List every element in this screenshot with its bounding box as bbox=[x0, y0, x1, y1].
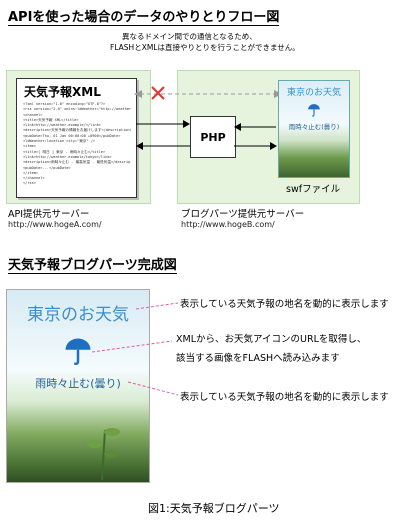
xml-line: </channel> bbox=[23, 176, 45, 181]
xml-line: <link>http://weather.example/</link> bbox=[23, 123, 101, 128]
swf-widget-forecast: 雨時々止む(曇り) bbox=[288, 123, 340, 131]
annotation-location: 表示している天気予報の地名を動的に表示します bbox=[180, 299, 389, 310]
provider-a-url: http://www.hogeA.com/ bbox=[8, 220, 102, 229]
blog-widget-forecast: 雨時々止む(曇り) bbox=[35, 377, 121, 390]
annotation-icon-line1: XMLから、お天気アイコンのURLを取得し、 bbox=[176, 334, 367, 345]
provider-b-url: http://www.hogeB.com/ bbox=[181, 220, 275, 229]
umbrella-icon bbox=[308, 104, 320, 117]
xml-line: </rss> bbox=[23, 181, 36, 186]
cross-domain-note-line1: 異なるドメイン間での通信となるため、 bbox=[122, 32, 257, 41]
cross-mark-icon bbox=[151, 86, 165, 100]
blog-widget: 東京のお天気 雨時々止む(曇り) bbox=[6, 289, 150, 483]
xml-line: <description>天気予報の情報をお届けします</description… bbox=[23, 128, 131, 133]
swf-widget-preview: 東京のお天気 雨時々止む(曇り) bbox=[278, 80, 350, 178]
provider-a-label: API提供元サーバー bbox=[8, 209, 90, 220]
xml-document-title: 天気予報XML bbox=[24, 85, 101, 99]
xml-document: 天気予報XML <?xml version="1.0" encoding="UT… bbox=[16, 78, 137, 198]
figure-caption: 図1:天気予報ブログパーツ bbox=[148, 502, 280, 515]
xml-line: <pubDate>...</pubDate> bbox=[23, 165, 71, 170]
xml-line: <item> bbox=[23, 144, 36, 149]
umbrella-icon bbox=[65, 338, 91, 366]
blog-widget-title: 東京のお天気 bbox=[27, 305, 129, 325]
xml-line: </item> bbox=[23, 170, 39, 175]
php-box: PHP bbox=[190, 116, 236, 158]
section2-title: 天気予報ブログパーツ完成図 bbox=[8, 254, 177, 274]
xml-line: <title>天気予報 XML</title> bbox=[23, 117, 79, 122]
annotation-forecast: 表示している天気予報の地名を動的に表示します bbox=[180, 392, 389, 403]
xml-line: <ldWeather:location city="東京" /> bbox=[23, 139, 96, 144]
xml-line: <title>[ 明日 ] 東京 - 雨時々止む</title> bbox=[23, 149, 106, 154]
annotation-icon-line2: 該当する画像をFLASHへ読み込みます bbox=[176, 353, 340, 364]
xml-line: <channel> bbox=[23, 112, 43, 117]
sprout-decoration bbox=[87, 428, 120, 480]
xml-document-lines: <?xml version="1.0" encoding="UTF-8"?><r… bbox=[23, 102, 131, 187]
xml-line: <description>雨時々止む - 最高気温 - 最低気温</descri… bbox=[23, 160, 131, 165]
xml-line: <link>http://weather.example/tokyo</link… bbox=[23, 154, 112, 159]
xml-line: <pubDate>Thu, 01 Jan 00:00:00 +0900</pub… bbox=[23, 133, 121, 138]
swf-widget-title: 東京のお天気 bbox=[286, 88, 341, 98]
xml-line: <?xml version="1.0" encoding="UTF-8"?> bbox=[23, 102, 106, 106]
section1-title: APIを使った場合のデータのやりとりフロー図 bbox=[8, 6, 280, 26]
provider-b-label: ブログパーツ提供元サーバー bbox=[181, 209, 305, 220]
swf-file-caption: swfファイル bbox=[286, 184, 341, 195]
xml-line: <rss version="2.0" xmlns:ldWeather="http… bbox=[23, 107, 131, 112]
cross-domain-note-line2: FLASHとXMLは直接やりとりを行うことができません。 bbox=[110, 43, 300, 52]
